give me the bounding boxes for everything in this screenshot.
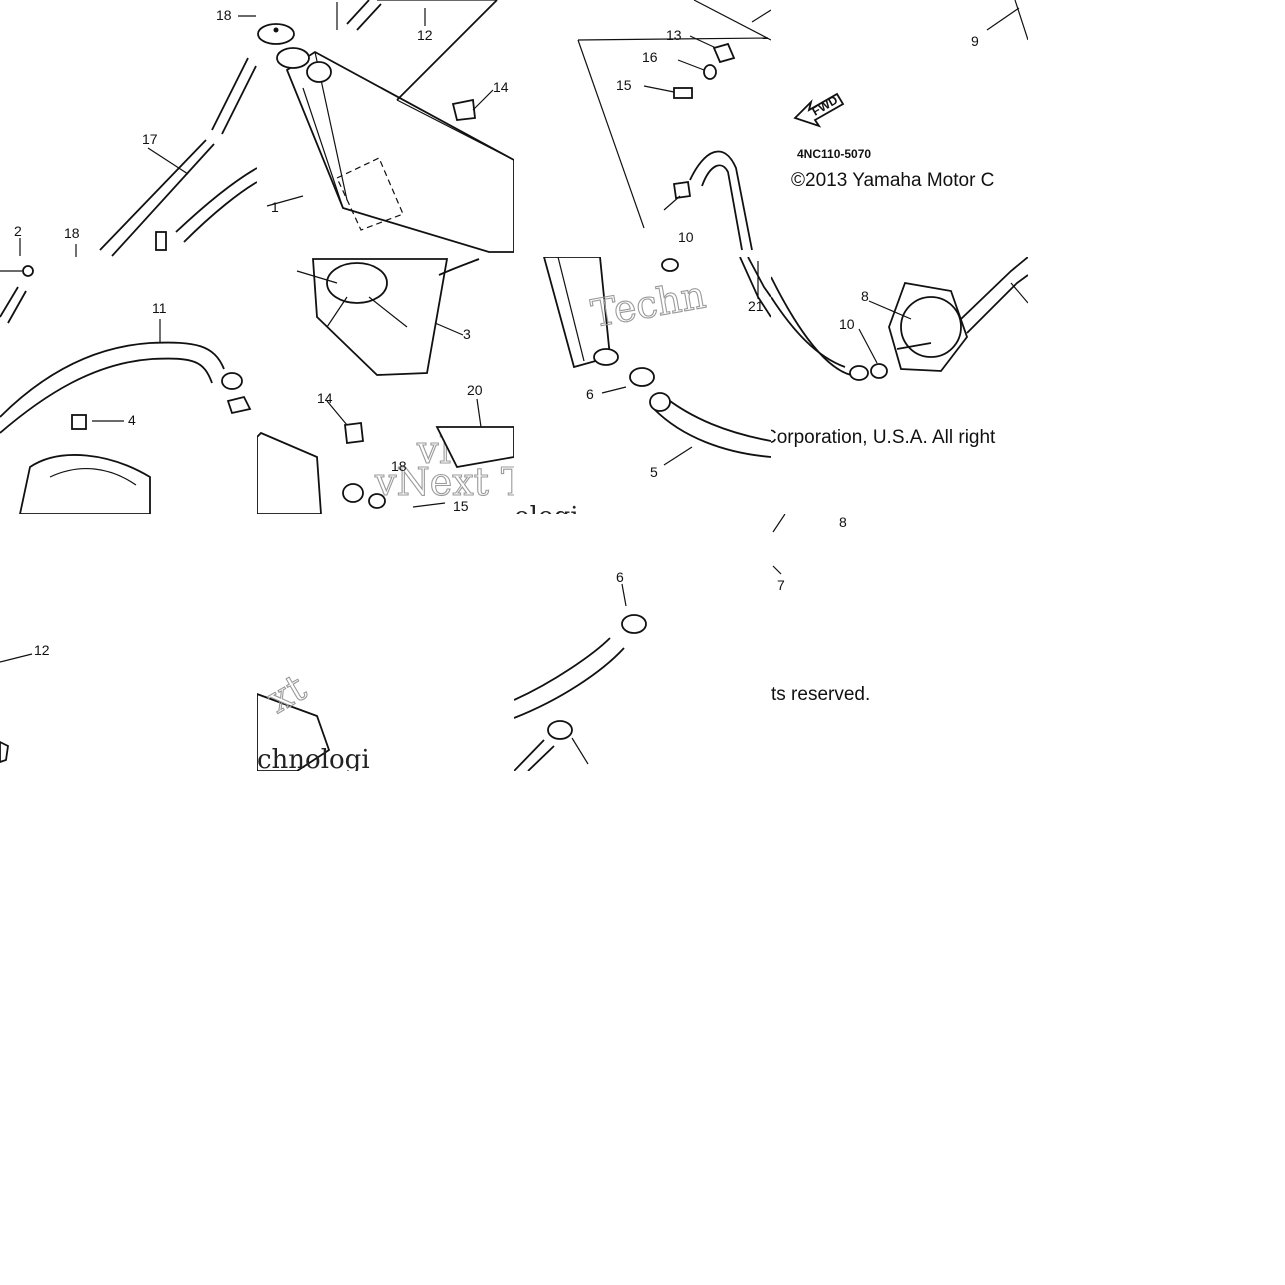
copyright-line-2: Corporation, U.S.A. All right (771, 427, 996, 448)
callout-2: 2 (14, 223, 22, 239)
callout-12-top: 12 (417, 27, 433, 43)
tile-hose-6: 6 (514, 514, 771, 771)
callout-10-top: 10 (678, 229, 694, 245)
callout-14-top: 14 (493, 79, 509, 95)
tile-callout-12: 12 (0, 514, 257, 771)
copyright-line-3: ts reserved. (771, 684, 870, 705)
tile-radiator-cap-hoses: 18 17 2 18 (0, 0, 257, 257)
tile-water-pump: 10 8 Corporation, U.S.A. All right (771, 257, 1028, 514)
callout-9: 9 (971, 33, 979, 49)
tile-radiator-top: 12 14 1 (257, 0, 514, 257)
watermark-b: vNext Te (374, 460, 514, 504)
callout-1: 1 (271, 199, 279, 215)
callout-14: 14 (317, 390, 333, 406)
tile-pump (1028, 257, 1285, 514)
diagram-code: 4NC110-5070 (797, 147, 871, 161)
callout-18c: 18 (391, 458, 407, 474)
tile-fan-motor: 3 14 20 vNext Te vN 15 18 (257, 257, 514, 514)
copyright-line-1: ©2013 Yamaha Motor C (791, 170, 994, 191)
callout-8: 8 (839, 514, 847, 530)
watermark-c: ologi (514, 502, 579, 514)
callout-16: 16 (642, 49, 658, 65)
watermark-a: Techn (588, 273, 709, 336)
callout-17: 17 (142, 131, 158, 147)
callout-15: 15 (453, 498, 469, 514)
callout-10-mid: 10 (839, 316, 855, 332)
callout-18a: 18 (216, 7, 232, 23)
tile-copyright-end: 7 8 ts reserved. (771, 514, 1028, 771)
callout-6-mid: 6 (586, 386, 594, 402)
tile-bracket: xt chnologi (257, 514, 514, 771)
callout-4: 4 (128, 412, 136, 428)
watermark-e: chnologi (257, 745, 370, 771)
callout-3: 3 (463, 326, 471, 342)
callout-12: 12 (34, 642, 50, 658)
callout-15-top: 15 (616, 77, 632, 93)
tile-lower-hose: 6 5 21 Techn ologi (514, 257, 771, 514)
callout-21: 21 (748, 298, 764, 314)
tile-fwd-copyright: 9 FWD 4NC110-5070 ©2013 Yamaha Motor C (771, 0, 1028, 257)
callout-11: 11 (152, 300, 167, 316)
callout-18b: 18 (64, 225, 80, 241)
callout-5: 5 (650, 464, 658, 480)
fwd-arrow-icon: FWD (793, 93, 845, 128)
callout-7: 7 (777, 577, 785, 593)
callout-6: 6 (616, 569, 624, 585)
callout-13: 13 (666, 27, 682, 43)
tile-hose-11: 11 4 (0, 257, 257, 514)
callout-8-mid: 8 (861, 288, 869, 304)
tile-bolts-top: 13 16 15 10 (514, 0, 771, 257)
callout-20: 20 (467, 382, 483, 398)
